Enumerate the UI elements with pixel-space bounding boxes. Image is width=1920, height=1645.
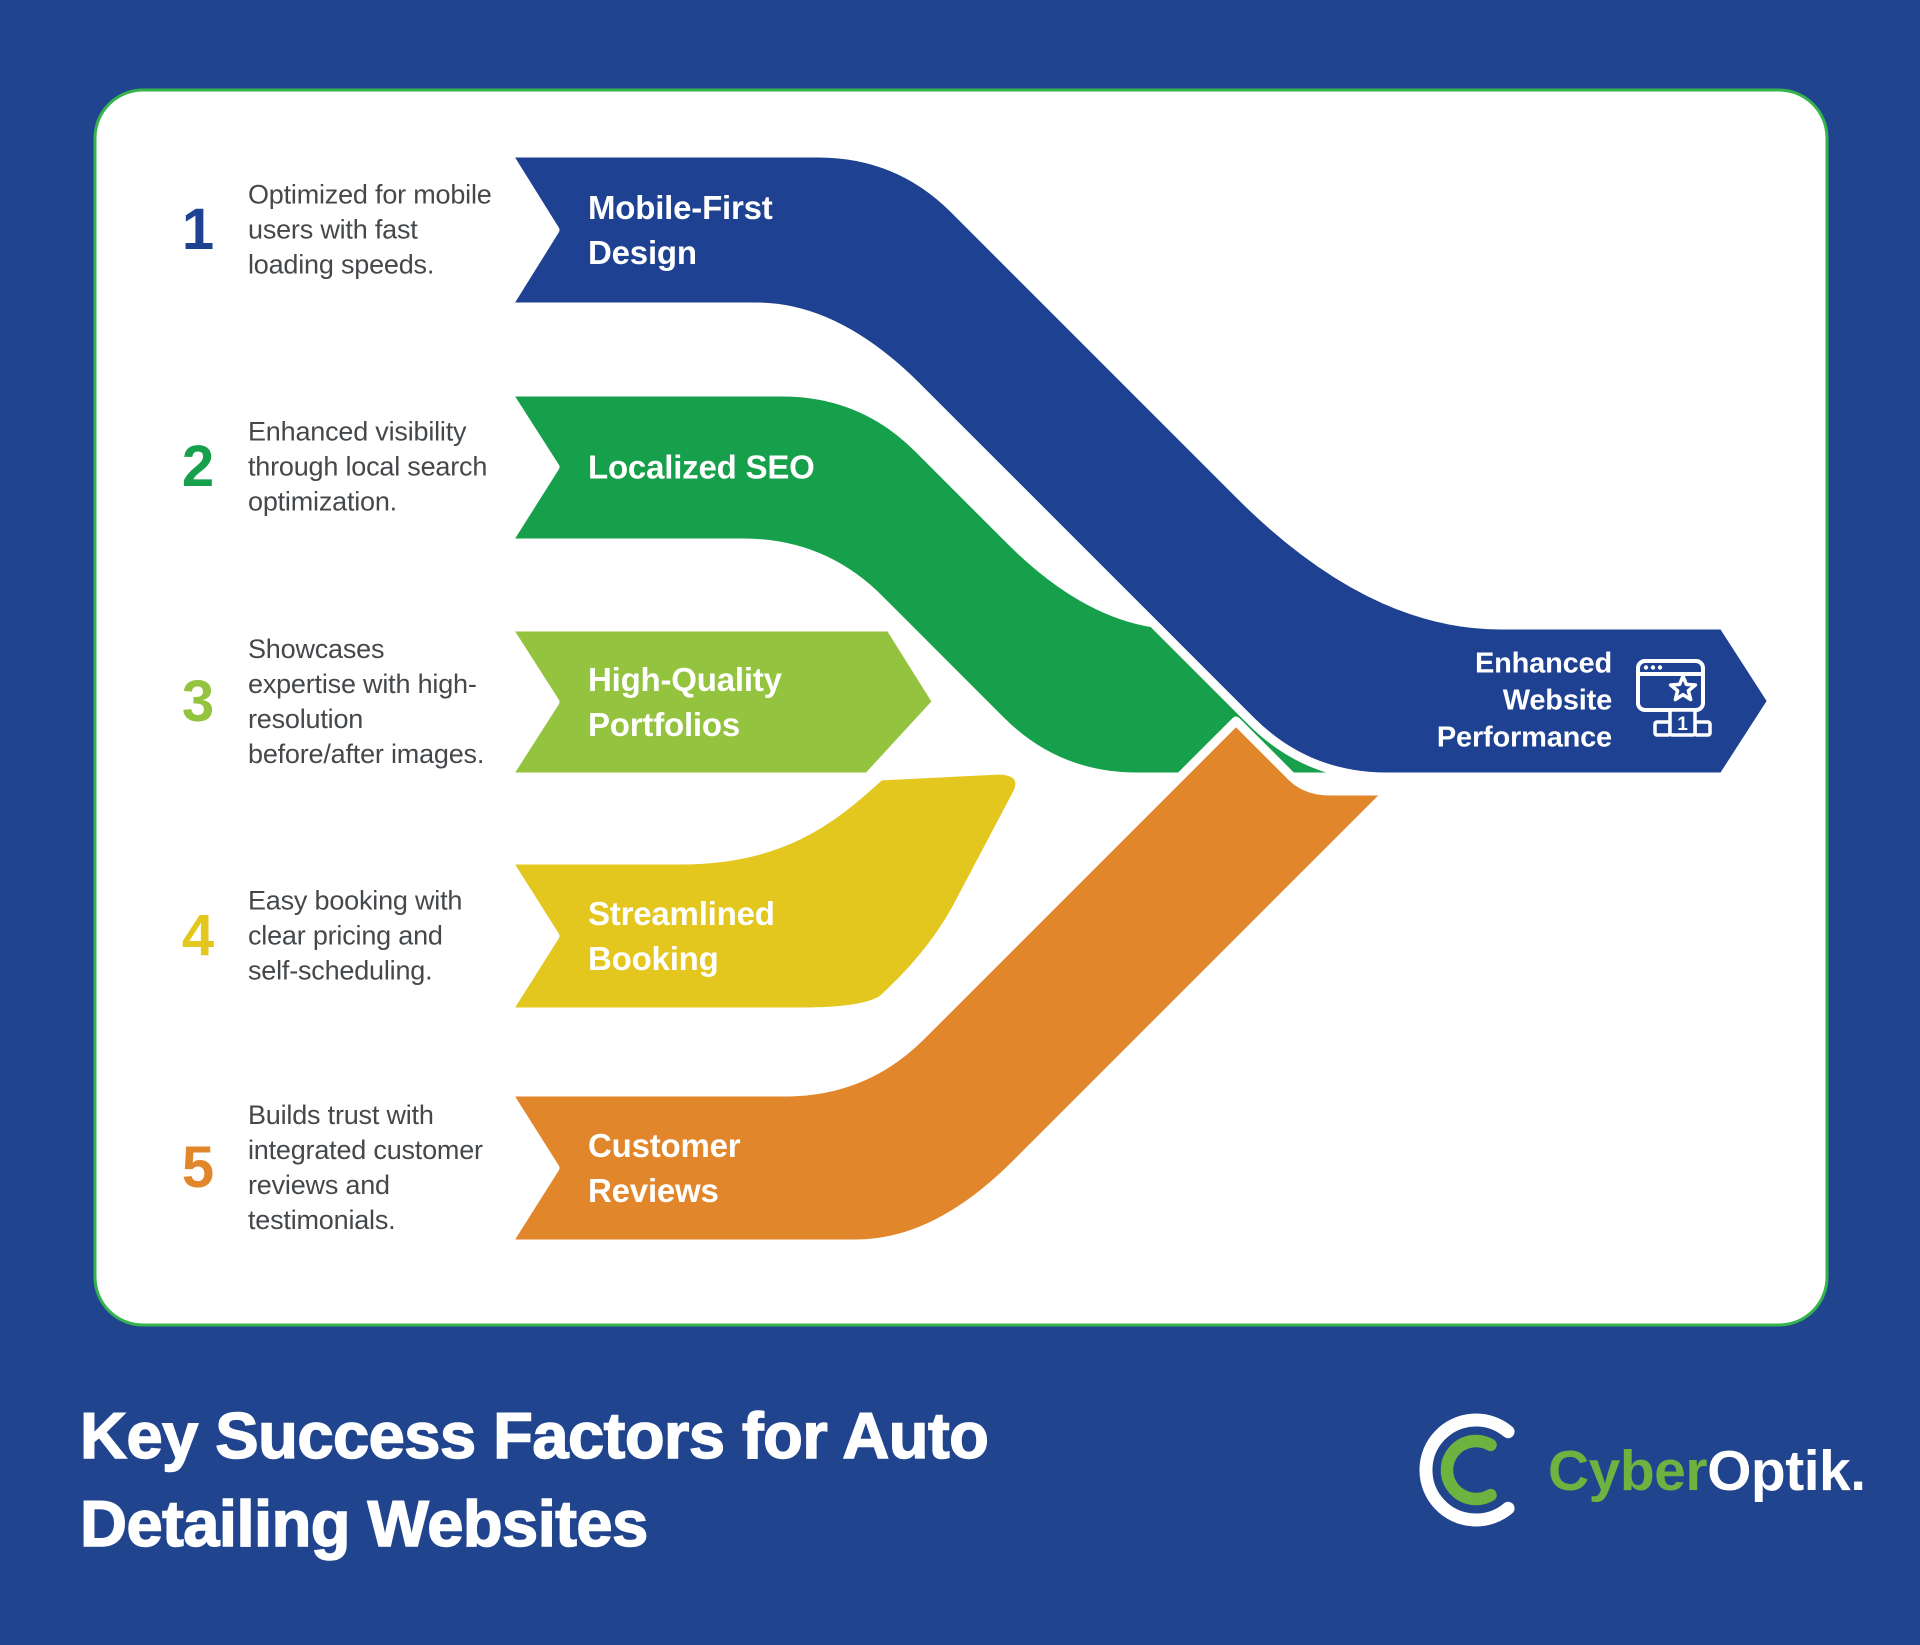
band-label-line: Localized SEO <box>588 448 815 486</box>
band-label-localized-seo: Localized SEO <box>588 445 815 490</box>
step-description-4: Easy booking with clear pricing and self… <box>248 885 463 986</box>
podium-icon: 1 <box>1653 708 1712 737</box>
podium-rank-text: 1 <box>1677 714 1688 735</box>
band-label-mobile-first-design: Mobile-First Design <box>588 185 773 275</box>
step-number-2: 2 <box>181 434 215 499</box>
outcome-label-line: Website <box>1502 684 1612 717</box>
browser-dot-icon <box>1657 665 1663 670</box>
band-label-high-quality-portfolios: High-Quality Portfolios <box>588 657 782 747</box>
logo-inner-c <box>1440 1434 1497 1506</box>
page-title: Key Success Factors for Auto Detailing W… <box>79 1398 989 1561</box>
band-label-line: Portfolios <box>588 706 740 743</box>
band-label-line: Design <box>588 234 697 271</box>
step-number-3: 3 <box>181 669 215 734</box>
band-mobile-first-and-outcome-arrow <box>502 148 1777 782</box>
outcome-label-line: Performance <box>1436 721 1612 754</box>
band-label-customer-reviews: Customer Reviews <box>588 1123 741 1213</box>
logo-text-cyber: Cyber <box>1548 1439 1708 1503</box>
band-streamlined-booking <box>502 765 1025 1017</box>
band-label-line: Booking <box>588 940 719 977</box>
step-description-5: Builds trust with integrated customer re… <box>248 1100 483 1235</box>
winner-website-icon: 1 <box>1636 659 1712 737</box>
band-label-line: Streamlined <box>588 895 775 932</box>
band-label-line: Customer <box>588 1127 741 1164</box>
band-high-quality-portfolios <box>502 622 942 782</box>
outcome-label-line: Enhanced <box>1475 647 1612 680</box>
step-description-1: Optimized for mobile users with fast loa… <box>248 179 492 280</box>
outcome-label: Enhanced Website Performance <box>1330 646 1612 757</box>
band-label-streamlined-booking: Streamlined Booking <box>588 891 775 981</box>
step-description-3: Showcases expertise with high-resolution… <box>248 634 485 769</box>
step-number-5: 5 <box>181 1135 215 1200</box>
band-label-line: High-Quality <box>588 661 782 698</box>
browser-dot-icon <box>1650 665 1656 670</box>
cyberoptik-logo-icon <box>1419 1413 1515 1527</box>
logo-outer-c <box>1419 1413 1515 1527</box>
step-number-4: 4 <box>181 903 215 968</box>
star-icon <box>1668 674 1698 702</box>
step-number-1: 1 <box>181 197 215 262</box>
step-description-2: Enhanced visibility through local search… <box>248 416 488 517</box>
band-customer-reviews <box>502 716 1394 1249</box>
band-label-line: Mobile-First <box>588 189 773 226</box>
browser-dot-icon <box>1643 665 1649 670</box>
band-label-line: Reviews <box>588 1172 719 1209</box>
logo-text-optik: Optik. <box>1707 1439 1866 1503</box>
logo-text: CyberOptik. <box>1548 1438 1866 1504</box>
